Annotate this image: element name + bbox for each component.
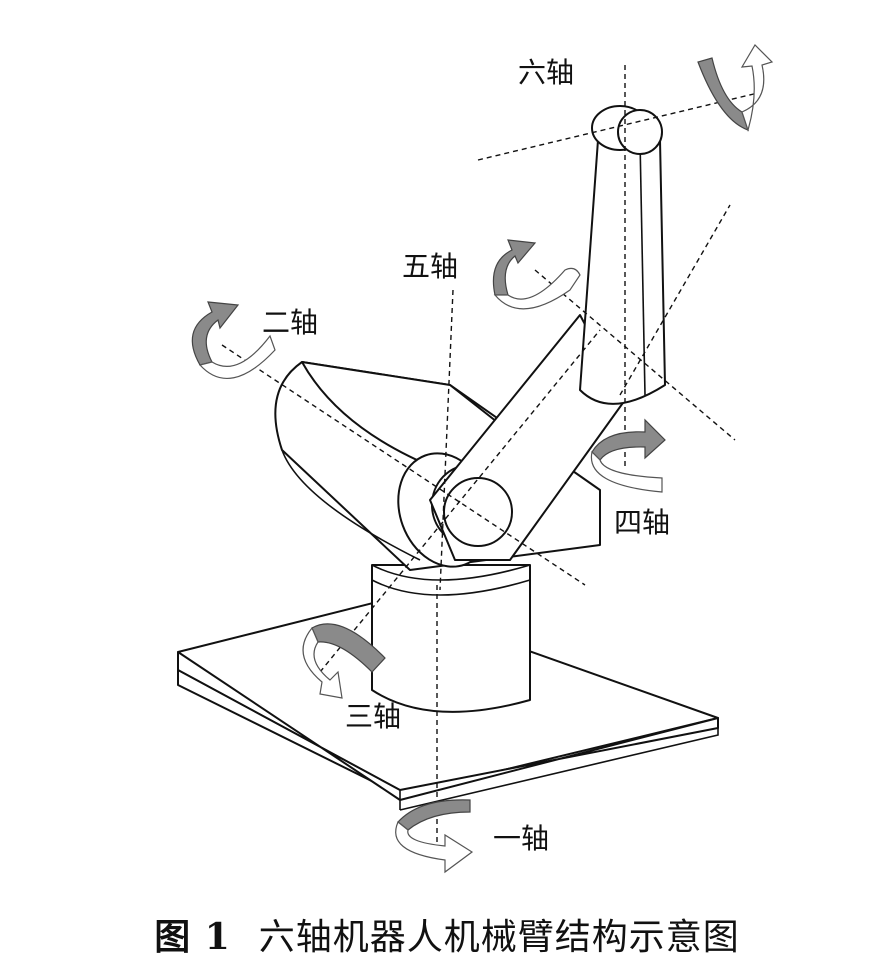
figure-title: 六轴机器人机械臂结构示意图 (258, 917, 740, 958)
upper-arm (429, 314, 626, 561)
axis1-label: 一轴 (493, 822, 549, 855)
rotation-arrows (191, 44, 774, 874)
robot-arm-diagram: 六轴 五轴 二轴 四轴 三轴 一轴 (177, 44, 774, 874)
axis3-label: 三轴 (345, 700, 401, 733)
figure-number: 图 1 (154, 916, 231, 958)
axis2-line (221, 344, 586, 586)
axis2-rotation-arrow (191, 301, 276, 380)
axis3-rotation-arrow (302, 623, 386, 699)
axis4-rotation-arrow (590, 418, 666, 493)
figure-caption: 图 1 六轴机器人机械臂结构示意图 (0, 908, 894, 960)
axis5b-line (534, 269, 736, 441)
axis5-rotation-arrow (492, 239, 581, 310)
axis5-label: 五轴 (402, 250, 458, 283)
axis6-rotation-arrow (697, 44, 774, 133)
axis4-label: 四轴 (614, 506, 670, 539)
axis1-rotation-arrow (395, 799, 474, 874)
forearm (579, 105, 666, 405)
axis4-line (619, 204, 731, 396)
axis6b-line (477, 91, 763, 161)
axis2-label: 二轴 (262, 306, 318, 339)
axis-lines (221, 65, 763, 845)
pedestal (371, 564, 531, 713)
axis6-label: 六轴 (518, 56, 574, 89)
axis3-line (319, 329, 601, 673)
